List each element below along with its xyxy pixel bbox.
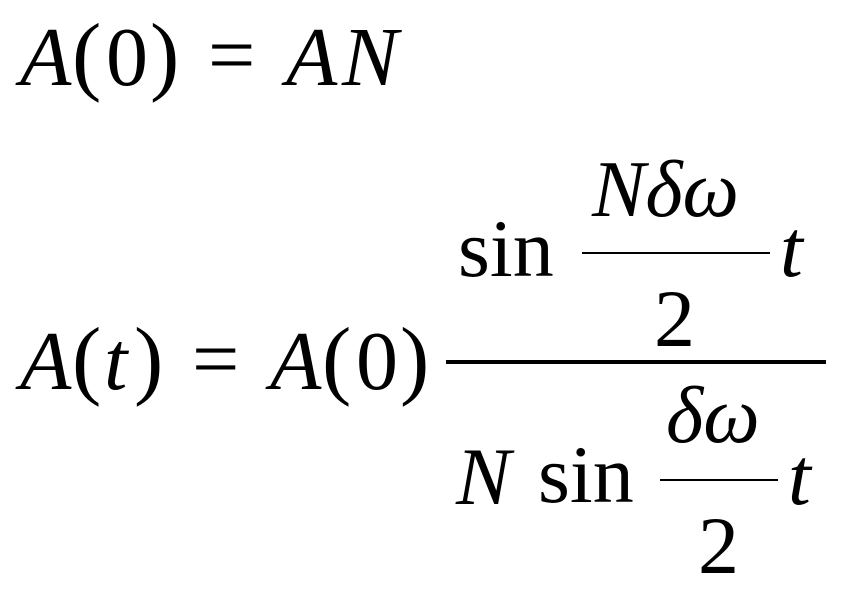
numerator-t: t (780, 203, 803, 294)
eq1-rhs-n: N (342, 11, 399, 104)
main-fraction-bar (446, 360, 826, 364)
eq1-rhs-a: A (286, 11, 338, 104)
numerator-sin: sin (458, 203, 554, 294)
eq2-lhs-open-paren: ( (72, 311, 102, 408)
eq2-lhs-arg: t (104, 315, 128, 408)
numerator-inner-numerator: Nδω (592, 146, 740, 234)
eq1-lhs-arg: 0 (106, 11, 148, 104)
denominator-inner-numerator: δω (666, 372, 760, 460)
eq2-rhs-func: A (270, 315, 322, 408)
denominator-t: t (788, 431, 811, 522)
eq2-rhs-arg: 0 (356, 315, 398, 408)
eq2-equals: = (192, 313, 240, 406)
denominator-inner-denominator: 2 (698, 500, 739, 591)
denominator-n: N (456, 431, 511, 522)
eq1-lhs-open-paren: ( (72, 7, 102, 104)
eq2-rhs-open-paren: ( (322, 311, 352, 408)
numerator-inner-denominator: 2 (654, 273, 695, 364)
eq2-lhs-close-paren: ) (134, 311, 164, 408)
eq1-lhs-func: A (20, 11, 72, 104)
eq2-rhs-close-paren: ) (400, 311, 430, 408)
eq2-lhs-func: A (20, 315, 72, 408)
eq1-lhs-close-paren: ) (150, 7, 180, 104)
denominator-inner-fraction-bar (660, 479, 778, 481)
denominator-sin: sin (538, 429, 634, 520)
numerator-inner-fraction-bar (582, 252, 770, 254)
eq1-equals: = (208, 9, 256, 102)
